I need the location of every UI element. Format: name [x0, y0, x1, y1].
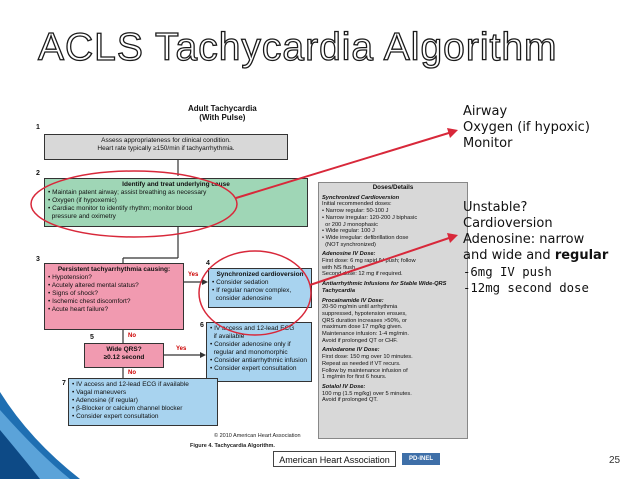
doses-details-panel: Doses/Details Synchronized Cardioversion…: [318, 182, 468, 439]
license-badge: PD-INEL: [402, 453, 440, 465]
iv-access-box: • IV access and 12-lead ECG if available…: [206, 322, 312, 382]
wide-qrs-box: Wide QRS? ≥0.12 second: [84, 343, 164, 368]
yes-label: Yes: [188, 272, 199, 278]
algorithm-figure: Adult Tachycardia (With Pulse) 1 Assess …: [28, 100, 468, 456]
callout-ellipse-identify: [30, 170, 238, 238]
arrowhead-icon: [447, 233, 458, 243]
algorithm-title: Adult Tachycardia (With Pulse): [188, 104, 257, 122]
step-number: 3: [36, 256, 40, 263]
yes-label: Yes: [176, 346, 187, 352]
slide-title: ACLS Tachycardia Algorithm: [37, 25, 558, 69]
step-number: 7: [62, 380, 66, 387]
vagal-box: • IV access and 12-lead ECG if available…: [68, 378, 218, 426]
notes-line-regular: and wide and regular: [463, 248, 609, 263]
callout-arrow-identify: [235, 131, 453, 199]
step-number: 4: [206, 260, 210, 267]
no-label: No: [128, 333, 136, 339]
arrowhead-icon: [447, 128, 458, 138]
step-number: 2: [36, 170, 40, 177]
identify-treat-box: Identify and treat underlying cause • Ma…: [44, 178, 308, 227]
cardioversion-box: Synchronized cardioversion • Consider se…: [208, 268, 312, 308]
no-label: No: [128, 370, 136, 376]
notes-group-airway: Airway Oxygen (if hypoxic) Monitor: [463, 104, 590, 151]
page-number: 25: [609, 455, 621, 466]
step-number: 1: [36, 124, 40, 131]
callout-arrow-cardioversion: [309, 236, 453, 286]
flow-connectors: [122, 160, 208, 378]
footer-source: American Heart Association: [273, 451, 396, 467]
persistent-tachy-box: Persistent tachyarrhythmia causing: • Hy…: [44, 263, 184, 330]
step-number: 5: [90, 334, 94, 341]
copyright: © 2010 American Heart Association: [214, 433, 301, 439]
step-number: 6: [200, 322, 204, 329]
callout-ellipse-cardioversion: [198, 250, 312, 336]
notes-group-unstable: Unstable? Cardioversion Adenosine: narro…: [463, 200, 609, 295]
figure-caption: Figure 4. Tachycardia Algorithm.: [190, 443, 275, 449]
assess-box: Assess appropriateness for clinical cond…: [44, 134, 288, 160]
